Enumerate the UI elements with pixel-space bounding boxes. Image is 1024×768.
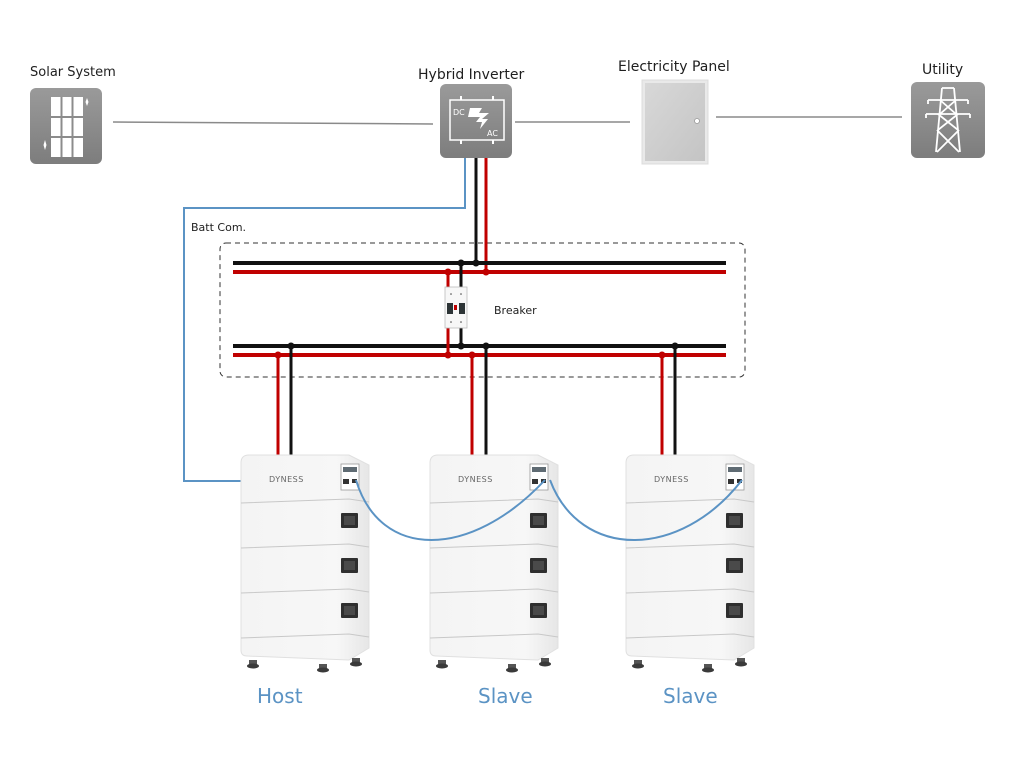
battery-foot xyxy=(249,660,257,665)
inverter-icon: DC AC xyxy=(440,84,512,158)
ac-connections xyxy=(112,116,902,125)
junction-dot xyxy=(472,259,480,267)
battery-foot xyxy=(508,664,516,669)
hybrid-inverter: Hybrid Inverter DC AC xyxy=(418,67,524,158)
battery-foot xyxy=(704,664,712,669)
handle-inset xyxy=(344,516,355,525)
module-seam xyxy=(429,543,559,549)
electricity-panel-label: Electricity Panel xyxy=(618,59,730,75)
batt-com-label: Batt Com. xyxy=(191,221,246,234)
power-terminal xyxy=(343,479,349,484)
power-terminal xyxy=(352,479,357,483)
battery-foot-pad xyxy=(632,663,644,669)
battery-foot-pad xyxy=(539,661,551,667)
module-seam xyxy=(240,543,370,549)
handle-inset xyxy=(729,606,740,615)
handle-inset xyxy=(533,561,544,570)
battery-stack-host: DYNESS xyxy=(240,454,370,673)
utility: Utility xyxy=(911,62,985,158)
solar-to-inverter-line xyxy=(112,121,434,125)
junction-dot xyxy=(444,351,452,359)
batt-com-cable xyxy=(183,158,466,482)
module-seam xyxy=(429,588,559,594)
battery-foot-pad xyxy=(702,667,714,673)
battery-body xyxy=(240,454,370,661)
battery-role-label: Slave xyxy=(663,684,718,708)
breaker-label: Breaker xyxy=(494,304,537,317)
battery-stack-slave-2: DYNESS xyxy=(625,454,755,673)
battery-foot-pad xyxy=(506,667,518,673)
power-terminal xyxy=(728,479,734,484)
battery-foot xyxy=(541,658,549,663)
battery-foot xyxy=(352,658,360,663)
junction-dot xyxy=(457,259,465,267)
solar-panel-icon xyxy=(30,88,102,164)
power-terminal xyxy=(532,479,538,484)
hybrid-inverter-label: Hybrid Inverter xyxy=(418,67,524,83)
brand-logo: DYNESS xyxy=(458,475,493,484)
battery-foot-pad xyxy=(317,667,329,673)
dc-text: DC xyxy=(453,108,465,117)
battery-foot xyxy=(438,660,446,665)
solar-system-label: Solar System xyxy=(30,65,116,80)
battery-foot-pad xyxy=(247,663,259,669)
handle-inset xyxy=(344,561,355,570)
host-to-slave1-comm-cable xyxy=(355,479,546,541)
comm-port xyxy=(728,467,742,472)
breaker-icon xyxy=(444,286,468,329)
power-terminal xyxy=(737,479,742,483)
battery-drop-wires xyxy=(276,346,677,455)
module-seam xyxy=(625,498,755,504)
handle-inset xyxy=(533,606,544,615)
module-seam xyxy=(429,498,559,504)
battery-foot-pad xyxy=(350,661,362,667)
junction-dot xyxy=(457,342,465,350)
battery-foot xyxy=(737,658,745,663)
battery-foot-pad xyxy=(436,663,448,669)
handle-inset xyxy=(344,606,355,615)
junction-dots xyxy=(274,259,679,359)
brand-logo: DYNESS xyxy=(269,475,304,484)
battery-body xyxy=(625,454,755,661)
battery-foot xyxy=(634,660,642,665)
handle-inset xyxy=(533,516,544,525)
comm-port xyxy=(343,467,357,472)
module-seam xyxy=(429,633,559,639)
module-seam xyxy=(625,633,755,639)
junction-dot xyxy=(444,268,452,276)
module-seam xyxy=(240,588,370,594)
battery-role-label: Slave xyxy=(478,684,533,708)
battery-body xyxy=(429,454,559,661)
battery-foot xyxy=(319,664,327,669)
brand-logo: DYNESS xyxy=(654,475,689,484)
solar-system: Solar System xyxy=(30,65,116,164)
slave1-to-slave2-comm-cable xyxy=(549,479,743,541)
battery-foot-pad xyxy=(735,661,747,667)
junction-dot xyxy=(482,268,490,276)
battery-stacks: DYNESS Host DYNESS Slave DYNESS Slave xyxy=(240,454,755,708)
handle-inset xyxy=(729,561,740,570)
power-tower-icon xyxy=(911,82,985,158)
battery-role-label: Host xyxy=(257,684,303,708)
module-seam xyxy=(240,498,370,504)
handle-inset xyxy=(729,516,740,525)
battery-stack-slave-1: DYNESS xyxy=(429,454,559,673)
module-seam xyxy=(625,588,755,594)
ac-text: AC xyxy=(487,129,498,138)
utility-label: Utility xyxy=(922,62,963,78)
dc-distribution-box xyxy=(219,242,746,378)
electricity-panel: Electricity Panel xyxy=(618,59,730,165)
electric-panel-icon xyxy=(641,79,709,165)
comm-port xyxy=(532,467,546,472)
module-seam xyxy=(625,543,755,549)
module-seam xyxy=(240,633,370,639)
